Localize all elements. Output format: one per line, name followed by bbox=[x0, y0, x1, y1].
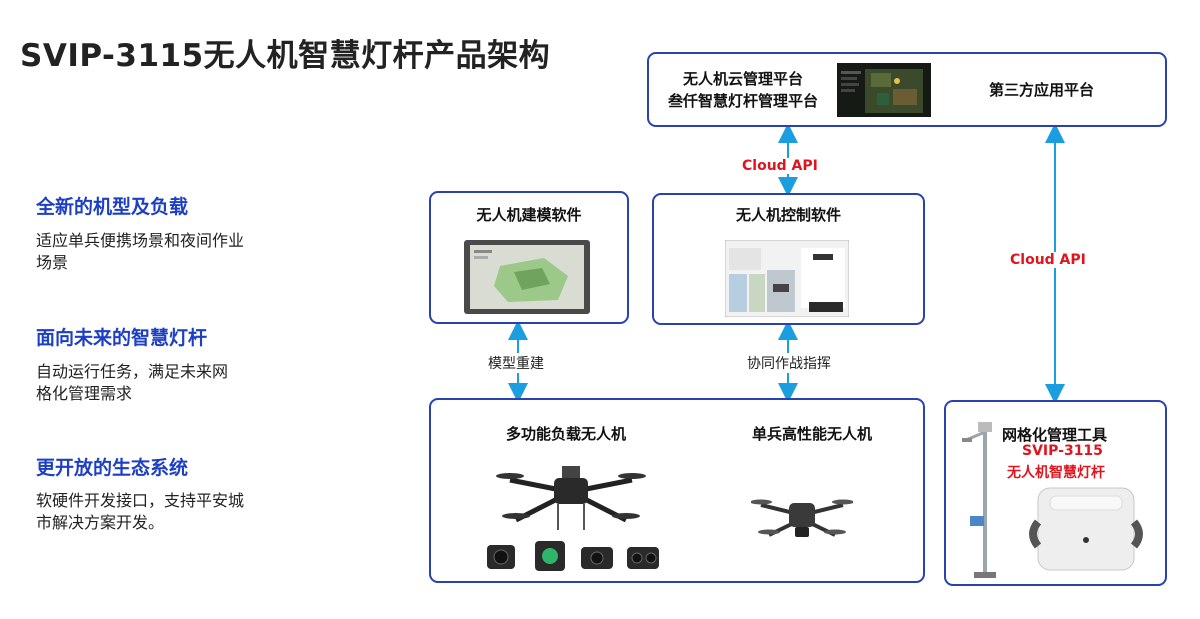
cloud-platform-title-2: 叁仟智慧灯杆管理平台 bbox=[667, 92, 818, 110]
cloud-api-label-1: Cloud API bbox=[742, 158, 818, 174]
third-party-platform: 第三方应用平台 bbox=[989, 81, 1095, 99]
laptop-modeling-image bbox=[464, 240, 590, 314]
smart-lamp-pole-image bbox=[962, 422, 996, 578]
grid-management-box: 网格化管理工具 SVIP-3115 无人机智慧灯杆 bbox=[944, 400, 1167, 586]
payload-cameras-image bbox=[487, 541, 659, 571]
portable-drone-image bbox=[751, 499, 853, 537]
smart-pole-name: 无人机智慧灯杆 bbox=[1007, 465, 1105, 481]
tablet-control-image bbox=[725, 240, 849, 317]
modeling-software-box: 无人机建模软件 bbox=[429, 191, 629, 324]
cloud-platform-title-1: 无人机云管理平台 bbox=[682, 70, 803, 88]
grid-management-title: 网格化管理工具 bbox=[1002, 426, 1108, 444]
cloud-platform-titles: 无人机云管理平台 叁仟智慧灯杆管理平台 bbox=[649, 68, 837, 112]
feature-heading-1: 全新的机型及负载 bbox=[36, 196, 189, 218]
cloud-api-label-2: Cloud API bbox=[1010, 252, 1086, 268]
feature-body-2: 自动运行任务，满足未来网格化管理需求 bbox=[36, 362, 229, 403]
feature-body-3: 软硬件开发接口，支持平安城市解决方案开发。 bbox=[36, 491, 245, 532]
page-title: SVIP-3115无人机智慧灯杆产品架构 bbox=[20, 38, 551, 74]
control-software-box: 无人机控制软件 bbox=[652, 193, 925, 325]
feature-body-1: 适应单兵便携场景和夜间作业场景 bbox=[36, 231, 245, 272]
model-rebuild-label: 模型重建 bbox=[486, 353, 546, 373]
cloud-dashboard-screenshot bbox=[837, 63, 931, 117]
multi-payload-drone-image bbox=[496, 466, 646, 530]
grid-model-number: SVIP-3115 bbox=[1022, 443, 1103, 459]
feature-heading-2: 面向未来的智慧灯杆 bbox=[36, 327, 208, 349]
portable-drone-title: 单兵高性能无人机 bbox=[751, 425, 872, 443]
coop-command-label: 协同作战指挥 bbox=[745, 353, 833, 373]
drones-box: 多功能负载无人机 单兵高性能无人机 bbox=[429, 398, 925, 583]
control-software-title: 无人机控制软件 bbox=[735, 206, 841, 224]
cloud-platform-box: 无人机云管理平台 叁仟智慧灯杆管理平台 第三方应用平台 bbox=[647, 52, 1167, 127]
drone-hangar-image bbox=[1029, 487, 1143, 571]
multi-payload-drone-title: 多功能负载无人机 bbox=[505, 425, 626, 443]
modeling-software-title: 无人机建模软件 bbox=[476, 206, 582, 224]
feature-heading-3: 更开放的生态系统 bbox=[36, 457, 189, 479]
